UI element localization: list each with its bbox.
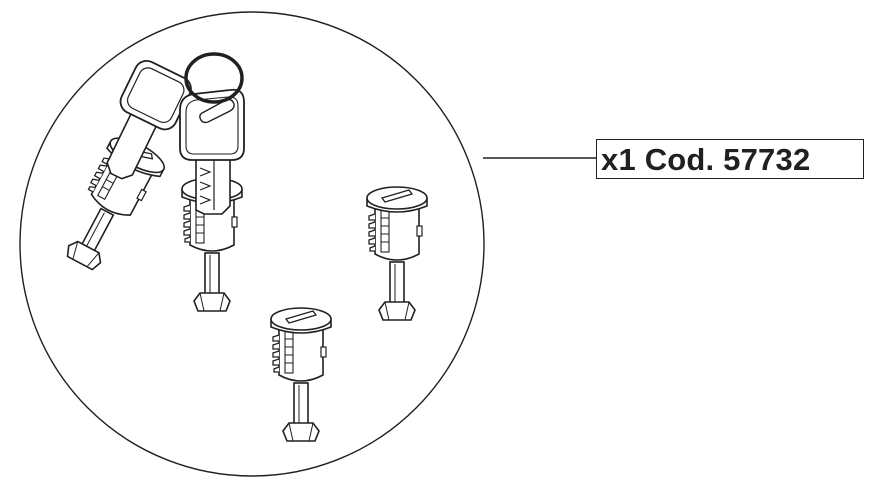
- part-code-label: x1 Cod. 57732: [601, 141, 811, 177]
- key-back: [106, 59, 192, 180]
- part-code-label-box: x1 Cod. 57732: [596, 139, 864, 179]
- key-ring: [184, 52, 244, 104]
- key-front: [179, 88, 245, 215]
